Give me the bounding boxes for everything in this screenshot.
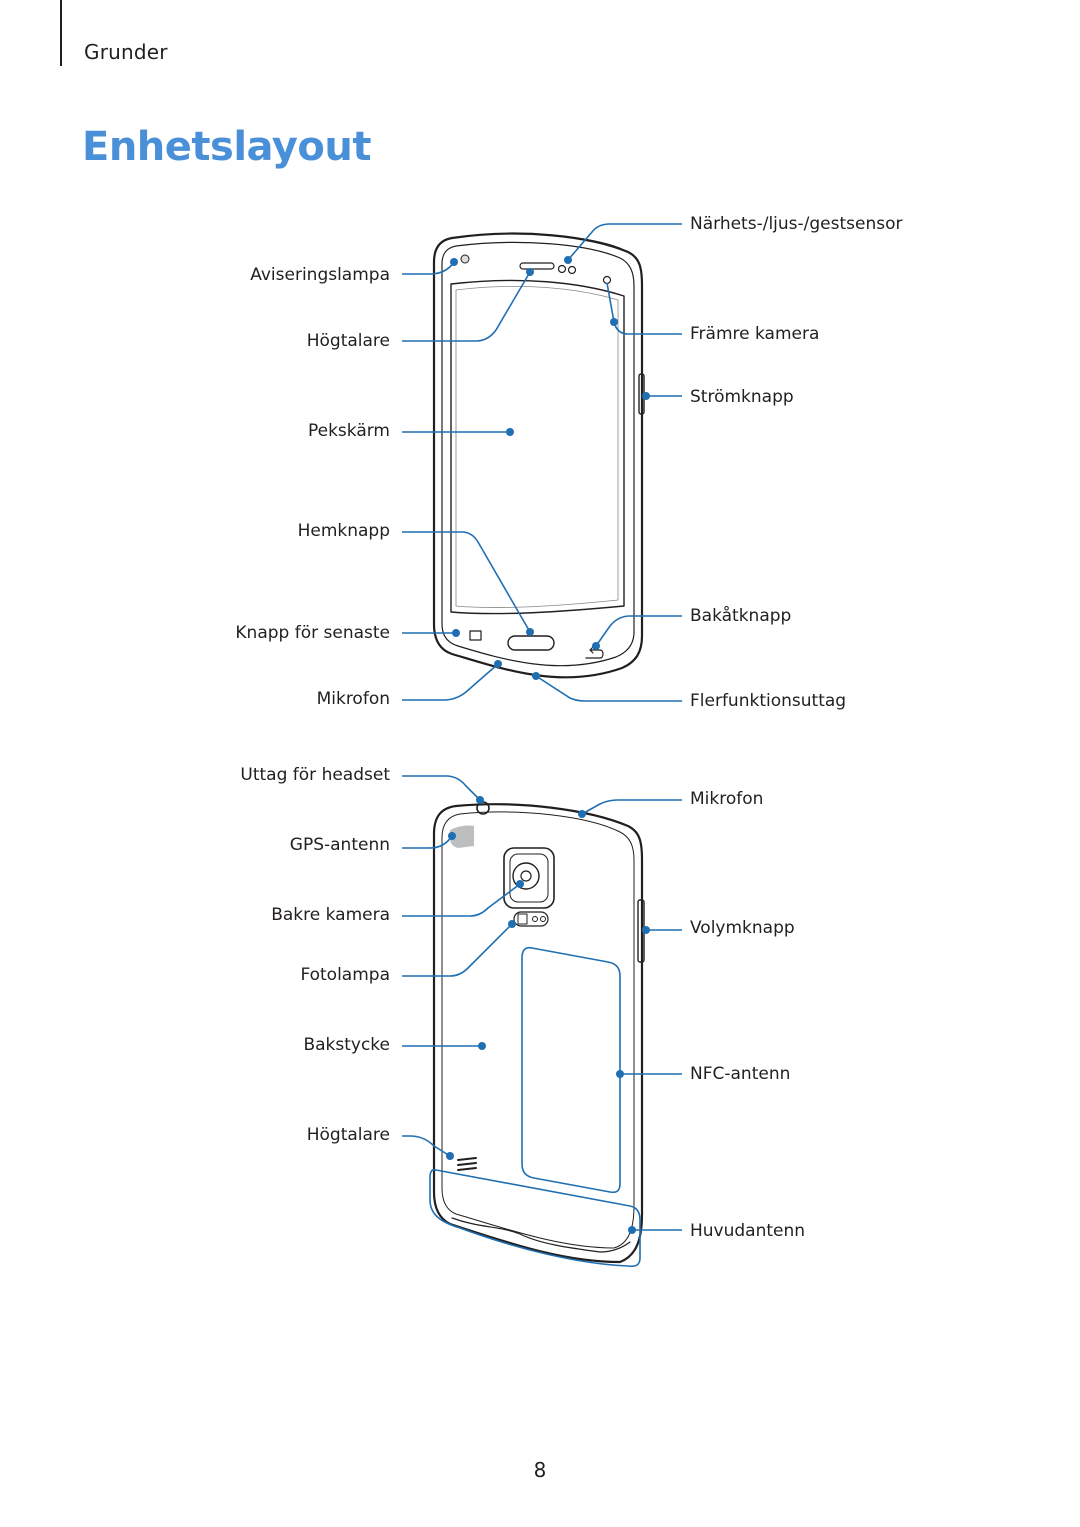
label-microphone-front: Mikrofon <box>316 689 390 709</box>
label-home-key: Hemknapp <box>297 521 390 541</box>
label-flash: Fotolampa <box>300 965 390 985</box>
dot-proximity-sensor <box>564 256 572 264</box>
dot-back-key <box>592 642 600 650</box>
label-speaker: Högtalare <box>306 1125 390 1145</box>
dot-volume-key <box>642 926 650 934</box>
dot-home-key <box>526 628 534 636</box>
back-callouts <box>402 775 682 1231</box>
dot-flash <box>508 920 516 928</box>
label-front-camera: Främre kamera <box>690 324 820 344</box>
label-back-cover: Bakstycke <box>303 1035 390 1055</box>
dot-recent-apps-key <box>452 629 460 637</box>
back-callout-dots <box>446 796 650 1234</box>
dot-microphone-back <box>578 810 586 818</box>
section-label: Grunder <box>84 40 168 64</box>
section-rule <box>60 0 62 66</box>
label-nfc-antenna: NFC-antenn <box>690 1064 791 1084</box>
dot-rear-camera <box>516 880 524 888</box>
dot-notification-led <box>450 258 458 266</box>
label-earpiece: Högtalare <box>306 331 390 351</box>
dot-gps-antenna <box>448 832 456 840</box>
main-antenna-outline <box>429 1168 641 1268</box>
dot-power-key <box>642 392 650 400</box>
label-rear-camera: Bakre kamera <box>271 905 390 925</box>
label-gps-antenna: GPS-antenn <box>289 835 390 855</box>
front-callouts <box>402 223 682 702</box>
label-proximity-sensor: Närhets-/ljus-/gestsensor <box>690 214 903 234</box>
page-number: 8 <box>533 1458 547 1482</box>
dot-nfc-antenna <box>616 1070 624 1078</box>
label-power-key: Strömknapp <box>690 387 794 407</box>
label-headset-jack: Uttag för headset <box>240 765 390 785</box>
label-main-antenna: Huvudantenn <box>690 1221 806 1241</box>
label-touchscreen: Pekskärm <box>307 421 390 441</box>
dot-headset-jack <box>476 796 484 804</box>
dot-speaker <box>446 1152 454 1160</box>
back-device-illustration <box>432 801 645 1264</box>
nfc-antenna-outline <box>521 946 621 1194</box>
label-notification-led: Aviseringslampa <box>250 265 390 285</box>
label-back-key: Bakåtknapp <box>690 606 792 626</box>
label-volume-key: Volymknapp <box>690 918 795 938</box>
front-device-illustration <box>432 232 645 679</box>
dot-touchscreen <box>506 428 514 436</box>
dot-earpiece <box>526 268 534 276</box>
label-multipurpose-jack: Flerfunktionsuttag <box>690 691 847 711</box>
dot-back-cover <box>478 1042 486 1050</box>
label-microphone-back: Mikrofon <box>690 789 764 809</box>
dot-front-camera <box>610 318 618 326</box>
page-title: Enhetslayout <box>82 124 371 170</box>
dot-main-antenna <box>628 1226 636 1234</box>
dot-multipurpose-jack <box>532 672 540 680</box>
front-callout-dots <box>450 256 650 680</box>
gps-antenna-area <box>450 825 474 848</box>
dot-microphone-front <box>494 660 502 668</box>
label-recent-apps-key: Knapp för senaste <box>235 623 390 643</box>
